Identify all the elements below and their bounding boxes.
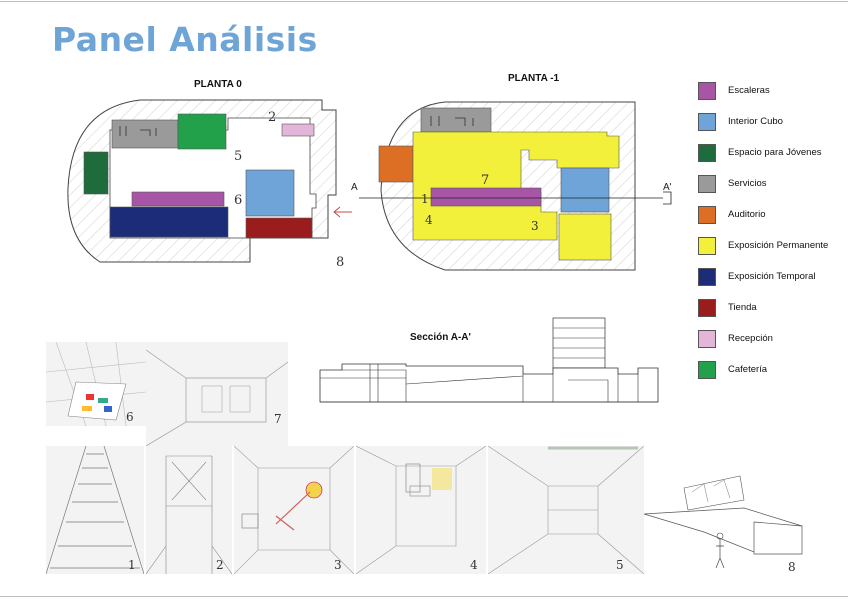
legend-swatch: [698, 206, 716, 224]
section-inner: [320, 364, 658, 403]
plan-number: 6: [234, 193, 242, 208]
exposicion-permanente-lower: [558, 213, 612, 261]
servicios-stairs: [119, 126, 157, 136]
section-label-a2: A': [663, 182, 672, 193]
exposicion-permanente-block: [412, 131, 620, 241]
escaleras-block-p1: [430, 187, 542, 207]
sketch-2: 2: [146, 446, 232, 574]
legend-label: Escaleras: [728, 85, 770, 96]
sketch-3: 3: [234, 446, 354, 574]
legend-swatch: [698, 144, 716, 162]
sketch-1: 1: [46, 446, 144, 574]
sketch-3-drawing: [234, 446, 354, 574]
sketch-4: 4: [356, 446, 486, 574]
planta-0-title: PLANTA 0: [194, 79, 242, 90]
legend-label: Cafetería: [728, 364, 768, 375]
legend-swatch: [698, 237, 716, 255]
sketch-number: 8: [788, 560, 796, 574]
legend-swatch: [698, 113, 716, 131]
servicios-block: [111, 119, 179, 149]
page-title: Panel Análisis: [52, 20, 318, 59]
sketch-6: 6: [46, 342, 146, 426]
plan-number: 2: [268, 110, 276, 125]
legend-label: Tienda: [728, 302, 757, 313]
legend-item-servicios: Servicios: [698, 175, 838, 195]
legend-label: Recepción: [728, 333, 773, 344]
planta-0-plan: 2 5 6 8: [67, 99, 352, 270]
plan-number: 5: [234, 149, 242, 164]
sketch-1-drawing: [46, 446, 144, 574]
sketch-number: 6: [126, 410, 134, 424]
sketch-5: 5: [488, 446, 644, 574]
escaleras-block-p0: [131, 191, 225, 207]
legend-item-exposicion-temporal: Exposición Temporal: [698, 268, 838, 288]
legend-label: Servicios: [728, 178, 767, 189]
legend-item-interior-cubo: Interior Cubo: [698, 113, 838, 133]
sketch-number: 3: [334, 558, 342, 572]
plan-number: 4: [425, 213, 433, 227]
legend-label: Exposición Permanente: [728, 240, 829, 251]
tienda-block: [245, 217, 313, 239]
top-rule: [0, 1, 848, 2]
tower-volume: [552, 317, 606, 369]
legend-swatch: [698, 299, 716, 317]
plan-number: 3: [531, 219, 539, 233]
section-marker-a2: [663, 191, 672, 205]
legend-item-exposicion-permanente: Exposición Permanente: [698, 237, 838, 257]
servicios-block-p1: [420, 107, 492, 133]
legend-item-escaleras: Escaleras: [698, 82, 838, 102]
sketch-6-drawing: [46, 342, 146, 426]
planta-1-title: PLANTA -1: [508, 73, 560, 84]
seccion-drawing: [319, 317, 659, 403]
tower-floors: [553, 327, 605, 359]
interior-cubo-block-p1: [560, 167, 610, 213]
plan-number: 1: [421, 192, 429, 206]
legend-swatch: [698, 330, 716, 348]
sketch-number: 4: [470, 558, 478, 572]
sketch-number: 2: [216, 558, 224, 572]
sketch-7: 7: [146, 342, 288, 446]
seccion-title: Sección A-A': [410, 332, 471, 343]
jovenes-block: [83, 151, 109, 195]
legend-swatch: [698, 82, 716, 100]
legend-label: Espacio para Jóvenes: [728, 147, 822, 158]
legend-label: Interior Cubo: [728, 116, 783, 127]
legend-swatch: [698, 175, 716, 193]
legend-item-espacio-jovenes: Espacio para Jóvenes: [698, 144, 838, 164]
auditorio-block: [378, 145, 414, 183]
legend-label: Exposición Temporal: [728, 271, 816, 282]
sketch-8: 8: [644, 462, 804, 576]
legend-label: Auditorio: [728, 209, 766, 220]
sketch-8-drawing: [644, 475, 803, 569]
section-profile: [319, 363, 659, 403]
sketch-number: 5: [616, 558, 624, 572]
legend-item-recepcion: Recepción: [698, 330, 838, 350]
interior-cubo-block-p0: [245, 169, 295, 217]
recepcion-block: [281, 123, 315, 137]
legend-swatch: [698, 268, 716, 286]
cafeteria-block: [177, 113, 227, 150]
legend-swatch: [698, 361, 716, 379]
bottom-rule: [0, 596, 848, 597]
sketch-4-drawing: [356, 446, 486, 574]
sketch-2-drawing: [146, 455, 232, 574]
planta-1-plan: A A' 7 1 4 3: [351, 101, 672, 271]
sketch-5-drawing: [488, 446, 644, 574]
sketch-7-drawing: [146, 349, 288, 446]
entrance-arrow: [333, 206, 352, 218]
sketch-number: 7: [274, 412, 282, 426]
legend-item-auditorio: Auditorio: [698, 206, 838, 226]
servicios-stairs-p1: [430, 116, 474, 126]
section-label-a: A: [351, 182, 358, 193]
exposicion-temporal-block: [109, 206, 229, 238]
legend-item-cafeteria: Cafetería: [698, 361, 838, 381]
sketch-number: 1: [128, 558, 136, 572]
plan-number: 7: [481, 173, 489, 188]
legend-item-tienda: Tienda: [698, 299, 838, 319]
plan-number: 8: [336, 255, 344, 270]
